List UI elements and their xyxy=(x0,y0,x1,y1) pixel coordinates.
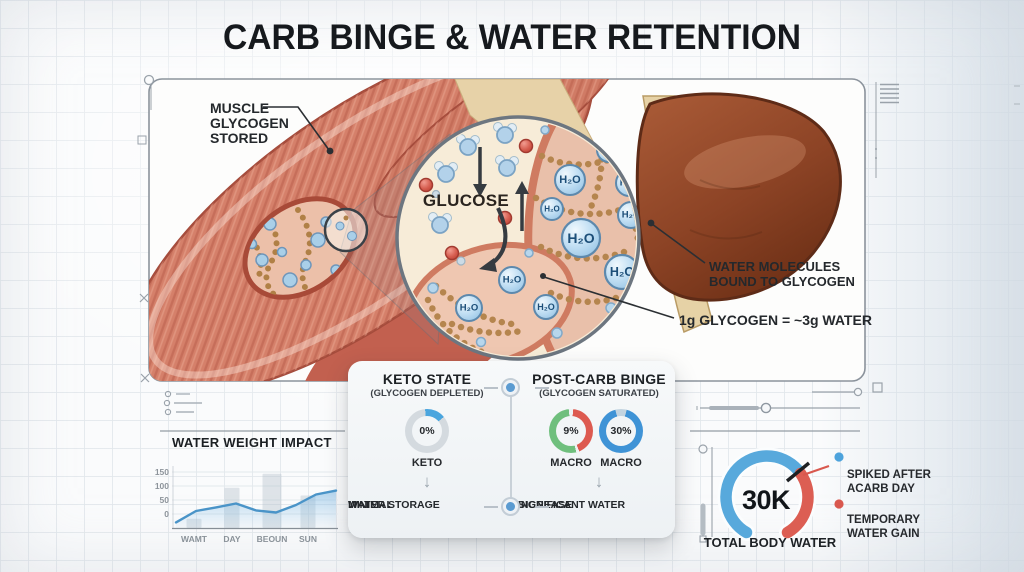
svg-text:H₂O: H₂O xyxy=(567,230,594,246)
macro-label-1: MACRO xyxy=(550,457,592,469)
square-icon xyxy=(872,382,883,393)
keto-donut-label: KETO xyxy=(411,457,443,469)
macro-donut-9-value: 9% xyxy=(556,416,586,446)
gauge-blue-arc xyxy=(720,450,804,539)
gauge-red-arc xyxy=(781,467,814,539)
down-arrow-icon: ↓ xyxy=(594,472,604,491)
pin-icon xyxy=(143,74,155,86)
gauge-caption: TOTAL BODY WATER xyxy=(704,535,837,550)
svg-text:1g GLYCOGEN = ~3g WATER: 1g GLYCOGEN = ~3g WATER xyxy=(679,312,872,328)
notes-sketch xyxy=(875,82,899,178)
svg-text:GLYCOGEN: GLYCOGEN xyxy=(210,115,289,131)
svg-text:WAMT: WAMT xyxy=(181,534,208,544)
glycogen-chains xyxy=(532,127,636,306)
magnifier-icon xyxy=(323,207,369,253)
liver xyxy=(635,92,842,334)
chart-title: WATER WEIGHT IMPACT xyxy=(172,435,332,450)
down-arrow-icon: ↓ xyxy=(422,472,432,491)
x-mark-icon xyxy=(139,293,149,303)
svg-text:H₂O: H₂O xyxy=(544,205,560,214)
svg-text:H₂O: H₂O xyxy=(503,275,521,286)
water-molecules-label: WATER MOLECULES BOUND TO GLYCOGEN xyxy=(647,219,855,289)
svg-text:H₂O: H₂O xyxy=(610,265,635,279)
svg-text:SUN: SUN xyxy=(299,534,317,544)
connector-node xyxy=(501,497,520,516)
svg-text:MUSCLE: MUSCLE xyxy=(210,100,269,116)
svg-text:SPIKED AFTER: SPIKED AFTER xyxy=(847,469,932,481)
macro-donut-30-value: 30% xyxy=(606,416,636,446)
legend-dot-red xyxy=(834,499,844,509)
connector-line xyxy=(510,393,512,503)
svg-text:H₂O: H₂O xyxy=(622,210,640,221)
svg-text:BEOUN: BEOUN xyxy=(257,534,288,544)
total-body-water-gauge: 30K TOTAL BODY WATER SPIKED AFTER ACARB … xyxy=(704,447,932,550)
macro-donut-30: 30% xyxy=(599,409,643,453)
gauge-legend: SPIKED AFTER ACARB DAY TEMPORARY WATER G… xyxy=(834,452,932,540)
comparison-card: KETO STATE (GLYCOGEN DEPLETED) 0% KETO ↓… xyxy=(348,361,675,538)
hamburger-icon xyxy=(880,83,899,104)
post-carb-subtitle: (GLYCOGEN SATURATED) xyxy=(539,388,659,399)
bullet-list-sketch xyxy=(163,390,202,416)
callouts: MUSCLE GLYCOGEN STORED WATER MOLECULES B… xyxy=(210,100,872,328)
anatomy-art: H₂O H₂O H₂O H₂O H₂O H₂O H₂O H₂O H₂O H₂O xyxy=(149,79,842,381)
svg-text:100: 100 xyxy=(155,481,169,491)
svg-text:ACARB DAY: ACARB DAY xyxy=(847,483,915,495)
macro-label-2: MACRO xyxy=(600,457,642,469)
x-mark-icon xyxy=(140,373,150,383)
svg-text:50: 50 xyxy=(160,495,170,505)
connector-node xyxy=(501,378,520,397)
post-carb-title: POST-CARB BINGE xyxy=(532,371,666,387)
svg-text:WATER GAIN: WATER GAIN xyxy=(847,528,920,540)
vertical-slider-sketch xyxy=(698,444,713,543)
conversion-arrows xyxy=(473,147,529,272)
gauge-value: 30K xyxy=(742,485,791,515)
keto-state-subtitle: (GLYCOGEN DEPLETED) xyxy=(370,388,484,399)
macro-donut-9: 9% xyxy=(549,409,593,453)
svg-text:150: 150 xyxy=(155,467,169,477)
svg-text:H₂O: H₂O xyxy=(559,174,581,186)
page-title: CARB BINGE & WATER RETENTION xyxy=(222,18,802,57)
svg-text:H₂O: H₂O xyxy=(460,303,478,314)
gauge-tick xyxy=(785,461,811,483)
legend-dot-blue xyxy=(834,452,844,462)
keto-donut-value: 0% xyxy=(412,416,442,446)
svg-text:BOUND TO GLYCOGEN: BOUND TO GLYCOGEN xyxy=(709,274,855,289)
muscle-glycogen-label: MUSCLE GLYCOGEN STORED xyxy=(210,100,334,155)
svg-text:DAY: DAY xyxy=(223,534,240,544)
glucose-label: GLUCOSE xyxy=(423,191,509,210)
svg-text:TEMPORARY: TEMPORARY xyxy=(847,514,920,526)
glycogen-ratio-label: 1g GLYCOGEN = ~3g WATER xyxy=(540,273,872,328)
slider-sketch xyxy=(696,402,860,414)
keto-donut-chart: 0% xyxy=(405,409,449,453)
svg-text:H₂O: H₂O xyxy=(537,302,555,312)
water-molecule-clusters xyxy=(428,122,519,234)
svg-text:0: 0 xyxy=(164,509,169,519)
glucose-molecules xyxy=(418,122,534,266)
sketch-marks xyxy=(137,74,1020,543)
keto-state-title: KETO STATE xyxy=(382,371,472,387)
svg-text:STORED: STORED xyxy=(210,130,268,146)
svg-text:WATER MOLECULES: WATER MOLECULES xyxy=(709,259,841,274)
